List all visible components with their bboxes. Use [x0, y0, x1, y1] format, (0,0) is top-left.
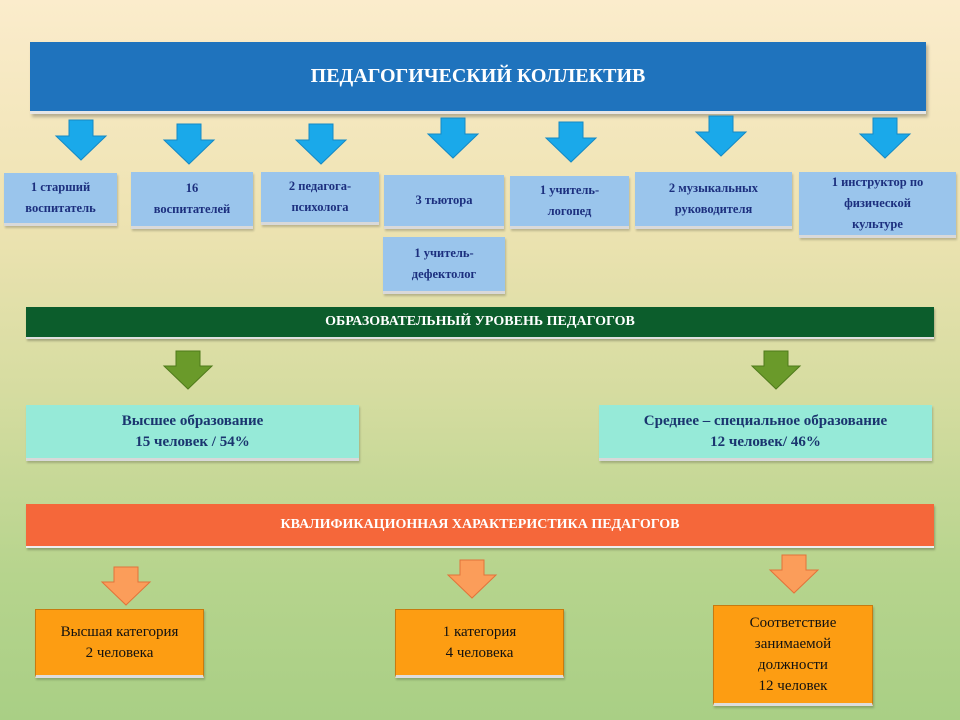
qualification-position-match: Соответствие занимаемой должности 12 чел… — [713, 605, 873, 706]
arrow-down-icon — [446, 559, 498, 599]
staff-psychologists: 2 педагога- психолога — [261, 172, 379, 225]
arrow-down-icon — [100, 566, 152, 606]
education-secondary-special: Среднее – специальное образование 12 чел… — [599, 405, 932, 461]
arrow-down-icon — [544, 121, 598, 163]
qualification-first: 1 категория 4 человека — [395, 609, 564, 678]
staff-music-directors: 2 музыкальных руководителя — [635, 172, 792, 229]
staff-senior-educator: 1 старший воспитатель — [4, 173, 117, 226]
staff-educators: 16 воспитателей — [131, 172, 253, 229]
arrow-down-icon — [162, 123, 216, 165]
arrow-down-icon — [694, 115, 748, 157]
staff-tutors: 3 тьютора — [384, 175, 504, 229]
arrow-down-icon — [768, 554, 820, 594]
arrow-down-icon — [294, 123, 348, 165]
education-header: ОБРАЗОВАТЕЛЬНЫЙ УРОВЕНЬ ПЕДАГОГОВ — [26, 307, 934, 339]
staff-pe-instructor: 1 инструктор по физической культуре — [799, 172, 956, 238]
arrow-down-icon — [750, 350, 802, 390]
main-title: ПЕДАГОГИЧЕСКИЙ КОЛЛЕКТИВ — [30, 42, 926, 114]
arrow-down-icon — [54, 119, 108, 161]
arrow-down-icon — [162, 350, 214, 390]
arrow-down-icon — [858, 117, 912, 159]
qualification-highest: Высшая категория 2 человека — [35, 609, 204, 678]
arrow-down-icon — [426, 117, 480, 159]
staff-speech-therapist: 1 учитель- логопед — [510, 176, 629, 229]
staff-defectologist: 1 учитель- дефектолог — [383, 237, 505, 294]
qualification-header: КВАЛИФИКАЦИОННАЯ ХАРАКТЕРИСТИКА ПЕДАГОГО… — [26, 504, 934, 548]
education-higher: Высшее образование 15 человек / 54% — [26, 405, 359, 461]
